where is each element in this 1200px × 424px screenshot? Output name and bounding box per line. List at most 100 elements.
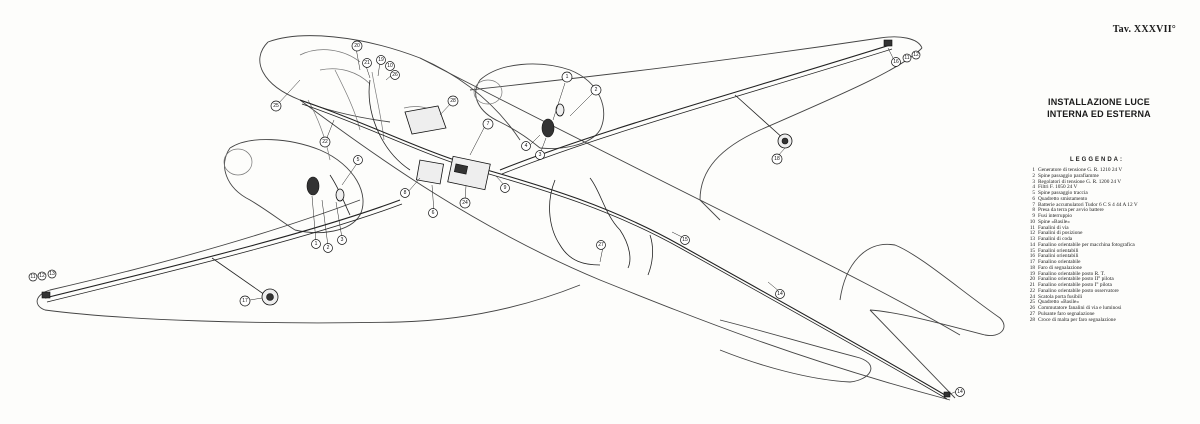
svg-text:20: 20 — [354, 43, 360, 49]
legend-item-number: 28 — [1029, 316, 1035, 323]
callout-4: 4 — [521, 141, 531, 151]
legend-item-number: 14 — [1029, 241, 1035, 248]
callout-1-left: 1 — [311, 239, 321, 249]
legend-item-text: Fanalini di via — [1038, 224, 1069, 231]
svg-text:13: 13 — [49, 271, 55, 277]
callout-7: 7 — [482, 118, 494, 130]
svg-text:22: 22 — [322, 139, 328, 145]
svg-text:4: 4 — [525, 143, 528, 149]
legend-item-number: 5 — [1032, 190, 1035, 196]
legend-item-number: 26 — [1029, 305, 1035, 311]
svg-text:18: 18 — [774, 156, 780, 162]
svg-text:9: 9 — [504, 185, 507, 191]
callout-20: 20 — [351, 40, 363, 52]
callout-28: 28 — [447, 95, 459, 107]
legend-item-text: Quadretto «Basile» — [1038, 299, 1080, 306]
legend-item-number: 6 — [1032, 195, 1035, 202]
svg-text:28: 28 — [450, 98, 456, 104]
callout-1: 1 — [561, 71, 573, 83]
legend-item-number: 18 — [1029, 264, 1035, 271]
legend-item-text: Fanalino orientabile posto osservatore — [1038, 287, 1119, 294]
legend-item-number: 2 — [1032, 172, 1035, 179]
legend-item-number: 15 — [1029, 247, 1035, 254]
legend-item-number: 24 — [1029, 293, 1035, 300]
legend-item-number: 11 — [1029, 224, 1035, 231]
svg-text:1: 1 — [566, 74, 569, 80]
callout-12r: 12 — [911, 50, 921, 60]
legend-item-number: 25 — [1029, 299, 1035, 306]
svg-text:15: 15 — [682, 237, 688, 243]
legend-item-text: Fanalino orientabile per macchina fotogr… — [1038, 241, 1135, 248]
legend-item-number: 10 — [1029, 218, 1035, 225]
callout-16: 16 — [891, 57, 901, 67]
callout-24: 24 — [459, 197, 471, 209]
legend-item-text: Fanalino orientabile posto I° pilota — [1038, 282, 1112, 288]
callout-6: 6 — [428, 208, 438, 218]
callout-2: 2 — [590, 84, 602, 96]
svg-text:26: 26 — [392, 72, 398, 78]
callout-19: 19 — [376, 55, 386, 65]
legend-item-text: Croce di malta per faro segnalazione — [1038, 316, 1116, 323]
callout-18: 18 — [771, 153, 783, 165]
svg-text:19: 19 — [378, 57, 384, 63]
callout-2-left: 2 — [323, 243, 333, 253]
svg-text:7: 7 — [487, 121, 490, 127]
legend-item-number: 4 — [1032, 184, 1035, 191]
svg-text:21: 21 — [364, 60, 370, 66]
callout-26: 26 — [390, 70, 400, 80]
svg-text:27: 27 — [598, 242, 604, 248]
generator-right — [541, 118, 555, 138]
legend-item-text: Fanalini di coda — [1038, 236, 1073, 242]
legend-item-text: Pulsante faro segnalazione — [1038, 310, 1095, 317]
legend-item-text: Commutatore fanalini di via e luminosi — [1038, 305, 1122, 311]
callout-17: 17 — [239, 295, 251, 307]
svg-text:2: 2 — [595, 87, 598, 93]
callout-14: 14 — [775, 289, 785, 299]
legend-item-text: Fanalino orientabile posto R. T. — [1038, 270, 1105, 277]
legend-item-number: 16 — [1029, 253, 1035, 260]
legend-item-number: 1 — [1032, 167, 1035, 173]
svg-text:8: 8 — [404, 190, 407, 196]
callout-9: 9 — [500, 183, 510, 193]
svg-text:16: 16 — [893, 59, 899, 65]
svg-text:14: 14 — [777, 291, 783, 297]
legend-item-number: 20 — [1029, 276, 1035, 283]
legend-item-text: Spine passaggio parafiamme — [1038, 172, 1099, 179]
legend-item-text: Fanalini orientabili — [1038, 253, 1079, 260]
legend-title: LEGGENDA: — [1070, 157, 1124, 163]
svg-text:12: 12 — [913, 52, 919, 58]
callout-13: 13 — [47, 269, 57, 279]
callout-11r: 11 — [902, 53, 912, 63]
battery-block — [447, 155, 491, 191]
callout-14-tail: 14 — [955, 387, 965, 397]
callout-22: 22 — [319, 136, 331, 148]
title-line-2: INTERNA ED ESTERNA — [1047, 109, 1151, 119]
callout-3: 3 — [535, 150, 545, 160]
svg-text:12: 12 — [39, 273, 45, 279]
legend-item-number: 9 — [1032, 213, 1035, 219]
callout-5: 5 — [353, 155, 363, 165]
svg-text:2: 2 — [327, 245, 330, 251]
legend-item-text: Spine «Basile» — [1038, 218, 1070, 225]
svg-text:24: 24 — [462, 200, 468, 206]
legend-item-number: 22 — [1029, 287, 1035, 294]
